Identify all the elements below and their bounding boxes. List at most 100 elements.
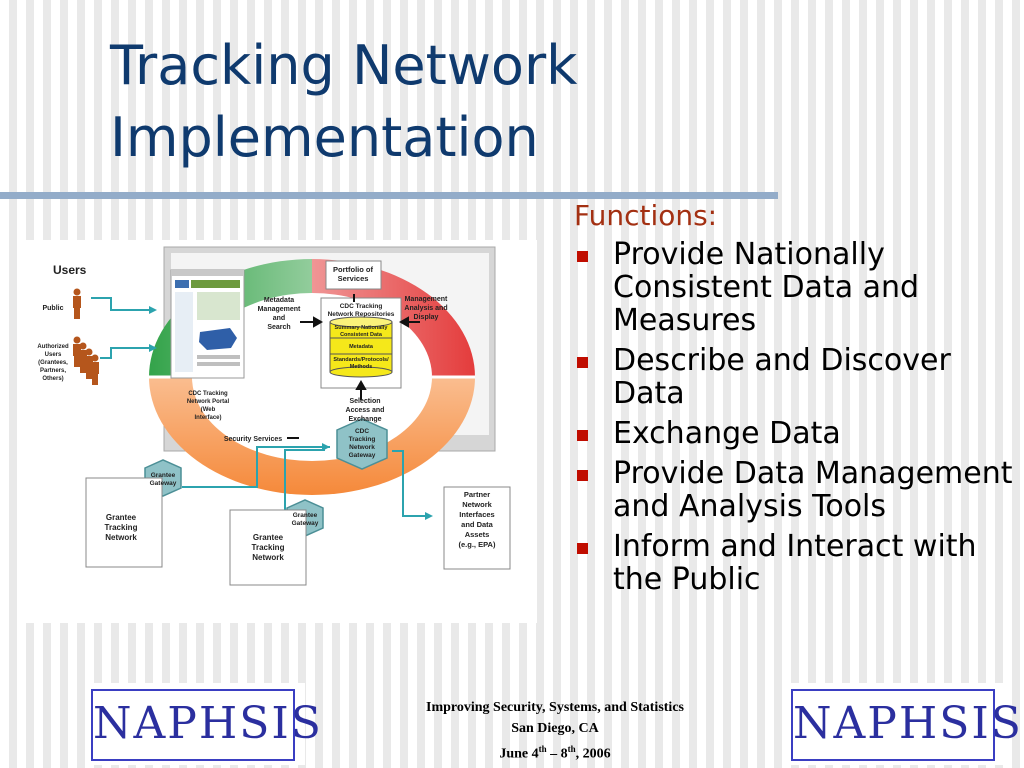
portfolio-box	[325, 260, 382, 290]
cdc-gateway-label-line: CDC	[355, 428, 369, 435]
grantee-gateway-label-2-line: Gateway	[292, 520, 319, 527]
metadata-management-label-line: Management	[258, 306, 301, 313]
authorized-users-label-line: (Grantees,	[38, 360, 68, 366]
functions-list: Provide Nationally Consistent Data and M…	[574, 238, 1014, 603]
footer-caption-date: June 4th – 8th, 2006	[320, 739, 790, 765]
portal-label-line: CDC Tracking	[188, 391, 228, 397]
partner-network-label-line: Interfaces	[459, 510, 494, 519]
cdc-gateway-label-line: Tracking	[349, 436, 376, 443]
partner-network-label-line: Partner	[464, 490, 490, 499]
public-label-line: Public	[42, 305, 63, 312]
partner-network-label-line: Network	[462, 500, 492, 509]
date-part: , 2006	[575, 746, 611, 762]
person-icon	[73, 288, 81, 319]
logo-text: NAPHSIS	[793, 698, 1023, 749]
selection-access-label-line: Access and	[346, 407, 385, 414]
security-services-label: Security Services	[224, 436, 282, 443]
function-item: Provide Data Management and Analysis Too…	[574, 457, 1014, 523]
grantee-network-label-1-line: Tracking	[105, 523, 138, 532]
portal-label-line: Interface)	[194, 415, 221, 421]
portal-label-line: (Web	[201, 407, 216, 413]
public-label: Public	[42, 305, 63, 312]
authorized-users-label-line: Others)	[42, 376, 63, 382]
selection-access-label-line: Selection	[349, 398, 380, 405]
management-analysis-label-line: Management	[405, 296, 448, 303]
portal-screenshot	[170, 269, 245, 379]
standards-label-line: Methods	[350, 364, 373, 370]
grantee-network-box-2	[229, 509, 307, 586]
footer-caption-line-2: San Diego, CA	[511, 721, 599, 736]
portfolio-label-line: Portfolio of	[333, 265, 373, 274]
cdc-gateway-label-line: Gateway	[349, 452, 376, 459]
authorized-users-label-line: Users	[45, 352, 62, 358]
title-line-2: Implementation	[110, 106, 539, 169]
security-services-label-line: Security Services	[224, 436, 282, 443]
ring-arrows	[287, 294, 420, 439]
grantee-network-label-2-line: Network	[252, 553, 284, 562]
person-icon	[79, 342, 87, 373]
bullet-marker-icon	[577, 357, 588, 368]
users-label: Users	[53, 263, 87, 277]
repositories-label-line: Network Repositories	[328, 311, 395, 318]
date-part: – 8	[546, 746, 568, 762]
logo-frame: NAPHSIS	[91, 689, 321, 761]
partner-box	[443, 486, 511, 570]
partner-network-label-line: (e.g., EPA)	[459, 540, 496, 549]
network-diagram-svg: UsersPublicAuthorizedUsers(Grantees,Part…	[37, 246, 511, 586]
summary-data-label-line: Summary Nationally	[335, 325, 389, 331]
naphsis-logo-right: NAPHSIS	[787, 683, 1023, 765]
grantee-network-label-1-line: Network	[105, 533, 137, 542]
authorized-users-label-line: Authorized	[37, 344, 69, 350]
grantee-gateway-label-2-line: Grantee	[293, 512, 318, 519]
grantee-network-label-1-line: Grantee	[106, 513, 137, 522]
portal-label-line: Network Portal	[187, 399, 230, 405]
summary-data-label-line: Consistent Data	[340, 332, 383, 338]
standards-label: Standards/Protocols/Methods	[333, 357, 389, 370]
person-icon	[73, 336, 81, 367]
grantee-gateway-label-1-line: Gateway	[150, 480, 177, 487]
metadata-management-label-line: and	[273, 315, 285, 322]
grantee-network-label-2-line: Tracking	[252, 543, 285, 552]
function-text: Inform and Interact with the Public	[613, 529, 977, 597]
function-item: Describe and Discover Data	[574, 344, 1014, 410]
portfolio-label-line: Services	[338, 274, 369, 283]
bullet-marker-icon	[577, 470, 588, 481]
footer-caption-line-1: Improving Security, Systems, and Statist…	[426, 700, 684, 715]
person-icon	[91, 354, 99, 385]
management-analysis-label-line: Display	[414, 314, 439, 321]
function-text: Exchange Data	[613, 416, 841, 451]
partner-network-label-line: Assets	[465, 530, 490, 539]
bullet-marker-icon	[577, 430, 588, 441]
date-suffix: th	[567, 744, 576, 754]
users-label-line: Users	[53, 263, 87, 277]
standards-label-line: Standards/Protocols/	[333, 357, 389, 363]
grantee-gateway-label-1-line: Grantee	[151, 472, 176, 479]
date-part: June 4	[499, 746, 539, 762]
footer-caption: Improving Security, Systems, and Statist…	[320, 697, 790, 765]
authorized-users-label-line: Partners,	[40, 368, 66, 374]
cdc-gateway-label-line: Network	[349, 444, 375, 451]
users-icons	[73, 288, 99, 385]
function-item: Inform and Interact with the Public	[574, 530, 1014, 596]
functions-header: Functions:	[574, 199, 718, 232]
repositories-label-line: CDC Tracking	[340, 303, 383, 310]
function-text: Provide Nationally Consistent Data and M…	[613, 237, 920, 338]
title-divider	[0, 192, 778, 199]
management-analysis-label-line: Analysis and	[404, 305, 447, 312]
function-item: Provide Nationally Consistent Data and M…	[574, 238, 1014, 337]
